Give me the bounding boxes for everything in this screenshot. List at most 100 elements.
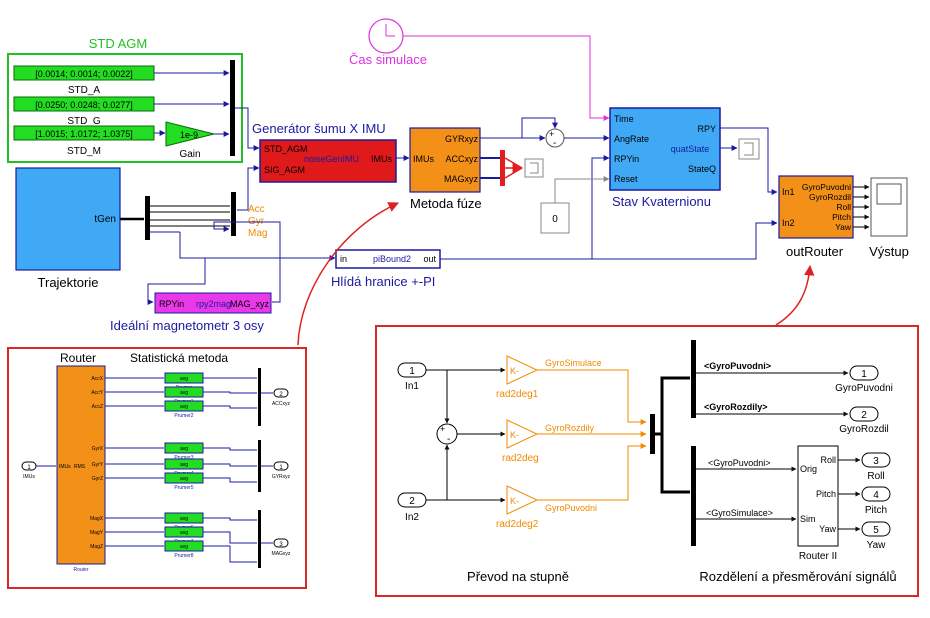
const-std-g-label: STD_G xyxy=(67,116,101,127)
conv-out-port[interactable]: 5 xyxy=(861,521,891,537)
stat-router-block[interactable] xyxy=(56,365,106,565)
svg-text:ACCxyz: ACCxyz xyxy=(272,401,291,407)
trajectory-block[interactable]: tGen xyxy=(15,167,121,271)
svg-text:1: 1 xyxy=(409,366,415,377)
conv-out-label: Yaw xyxy=(867,540,886,551)
conv-gain-block[interactable]: K- xyxy=(506,419,539,449)
clock-block[interactable]: Čas simulace xyxy=(349,18,427,67)
conv-bus-sel1-out: <GyroPuvodni> xyxy=(704,361,771,371)
zero-const-block[interactable] xyxy=(540,202,570,234)
mux-fusion[interactable] xyxy=(500,150,505,186)
conv-gain-block[interactable]: K- xyxy=(506,355,539,385)
scope-block[interactable] xyxy=(870,177,908,237)
quat-in4: Reset xyxy=(614,174,638,184)
stat-router-out: GyrY xyxy=(92,462,104,468)
stat-mux-acc[interactable] xyxy=(258,368,261,426)
conv-out-port[interactable]: 1 xyxy=(849,365,879,381)
stat-out-port[interactable]: 2 ACCxyz xyxy=(272,388,291,407)
stat-in-port-label: IMUs xyxy=(23,474,35,480)
noise-gen-title: Generátor šumu X IMU xyxy=(252,121,386,136)
stat-router-out: MagY xyxy=(90,530,104,536)
conv-bus-selector-2[interactable] xyxy=(691,446,696,546)
stat-avg-label: Prumer8 xyxy=(174,553,193,559)
conv-in1-port[interactable]: 1 xyxy=(397,362,427,378)
outrouter-block[interactable]: In1 In2 GyroPuvodni GyroRozdil Roll Pitc… xyxy=(778,175,854,239)
trajectory-port-out: tGen xyxy=(94,214,116,225)
callout-arrow-left xyxy=(297,202,399,346)
stat-router-out: AccX xyxy=(91,376,103,382)
conv-bus-sel1-out: <GyroRozdily> xyxy=(704,402,768,412)
const-std-a-label: STD_A xyxy=(68,85,101,96)
stat-router-out: GyrX xyxy=(92,446,104,452)
svg-text:1: 1 xyxy=(861,369,867,380)
stat-avg-text: avg xyxy=(180,404,188,410)
conv-gain-label: rad2deg1 xyxy=(496,389,539,400)
noise-gen-port-in1: STD_AGM xyxy=(264,144,308,154)
stat-router-block-label: Router xyxy=(73,567,88,573)
conv-router2-label: Router II xyxy=(799,551,837,562)
pibound-func: piBound2 xyxy=(373,254,411,264)
quat-in1: Time xyxy=(614,114,634,124)
fusion-block[interactable]: IMUs GYRxyz ACCxyz MAGxyz xyxy=(409,127,481,193)
stat-method-title: Statistická metoda xyxy=(130,351,228,365)
svg-text:MAGxyz: MAGxyz xyxy=(272,551,291,557)
conv-out-port[interactable]: 2 xyxy=(849,406,879,422)
noise-gen-port-in2: SIG_AGM xyxy=(264,165,305,175)
quat-in3: RPYin xyxy=(614,154,639,164)
gain-block[interactable] xyxy=(165,121,215,147)
stat-mux-gyr[interactable] xyxy=(258,440,261,492)
outrouter-out: Pitch xyxy=(832,212,851,222)
outrouter-in1: In1 xyxy=(782,187,795,197)
quat-block[interactable]: Time AngRate RPYin Reset quatState RPY S… xyxy=(609,107,721,191)
noise-gen-port-out: IMUs xyxy=(371,154,392,164)
magnetometer-port-out: MAG_xyz xyxy=(230,299,270,309)
magnetometer-block[interactable]: RPYin rpy2mag MAG_xyz xyxy=(154,292,272,314)
const-std-g-value: [0.0250; 0.0248; 0.0277] xyxy=(35,100,133,110)
demux-traj[interactable] xyxy=(145,196,150,240)
quat-out2: StateQ xyxy=(688,164,716,174)
noise-gen-block[interactable]: STD_AGM SIG_AGM noiseGenIMU IMUs xyxy=(259,139,397,183)
conv-out-label: Pitch xyxy=(865,505,887,516)
signal-mag: Mag xyxy=(248,228,267,239)
gain-value: 1e-9 xyxy=(180,130,198,140)
mux-agm[interactable] xyxy=(231,192,236,236)
svg-text:K-: K- xyxy=(510,430,519,440)
pibound-block[interactable]: in piBound2 out xyxy=(335,249,441,269)
magnetometer-port-in: RPYin xyxy=(159,299,184,309)
noise-gen-func: noiseGenIMU xyxy=(304,154,359,164)
conv-bus-selector-1[interactable] xyxy=(691,340,696,418)
conv-bus-creator[interactable] xyxy=(650,414,655,454)
stat-avg-text: avg xyxy=(180,376,188,382)
conv-gain-block[interactable]: K- xyxy=(506,485,539,515)
const-std-m-label: STD_M xyxy=(67,146,101,157)
stat-out-port[interactable]: 3 MAGxyz xyxy=(272,538,291,557)
conv-in2-port[interactable]: 2 xyxy=(397,492,427,508)
svg-text:2: 2 xyxy=(409,496,415,507)
scope-label: Výstup xyxy=(869,244,909,259)
terminator-quat[interactable] xyxy=(738,138,760,160)
terminator-fusion[interactable] xyxy=(524,158,544,178)
conv-in1-label: In1 xyxy=(405,381,419,392)
svg-text:4: 4 xyxy=(873,490,879,501)
stat-panel: Router Statistická metoda 1 IMUs IMUs RM… xyxy=(7,347,307,589)
conv-section1-title: Převod na stupně xyxy=(467,569,569,584)
svg-text:K-: K- xyxy=(510,496,519,506)
stat-mux-mag[interactable] xyxy=(258,510,261,568)
quat-label: Stav Kvaternionu xyxy=(612,194,711,209)
stat-avg-label: Prumer5 xyxy=(174,485,193,491)
const-std-a-value: [0.0014; 0.0014; 0.0022] xyxy=(35,69,133,79)
stat-out-port[interactable]: 1 GYRxyz xyxy=(272,461,291,480)
conv-out-port[interactable]: 4 xyxy=(861,486,891,502)
conv-bus-sel2-out: <GyroSimulace> xyxy=(706,508,773,518)
svg-text:2: 2 xyxy=(861,410,867,421)
conv-out-port[interactable]: 3 xyxy=(861,452,891,468)
conv-router2-block[interactable]: Orig Sim Roll Pitch Yaw xyxy=(797,445,839,547)
pibound-port-in: in xyxy=(340,254,347,264)
gain-label: Gain xyxy=(179,149,200,160)
stat-router-out: GyrZ xyxy=(92,476,103,482)
svg-text:+: + xyxy=(549,129,554,139)
quat-out1: RPY xyxy=(697,124,716,134)
mux-std[interactable] xyxy=(230,60,235,156)
outrouter-label: outRouter xyxy=(786,244,844,259)
outrouter-in2: In2 xyxy=(782,218,795,228)
